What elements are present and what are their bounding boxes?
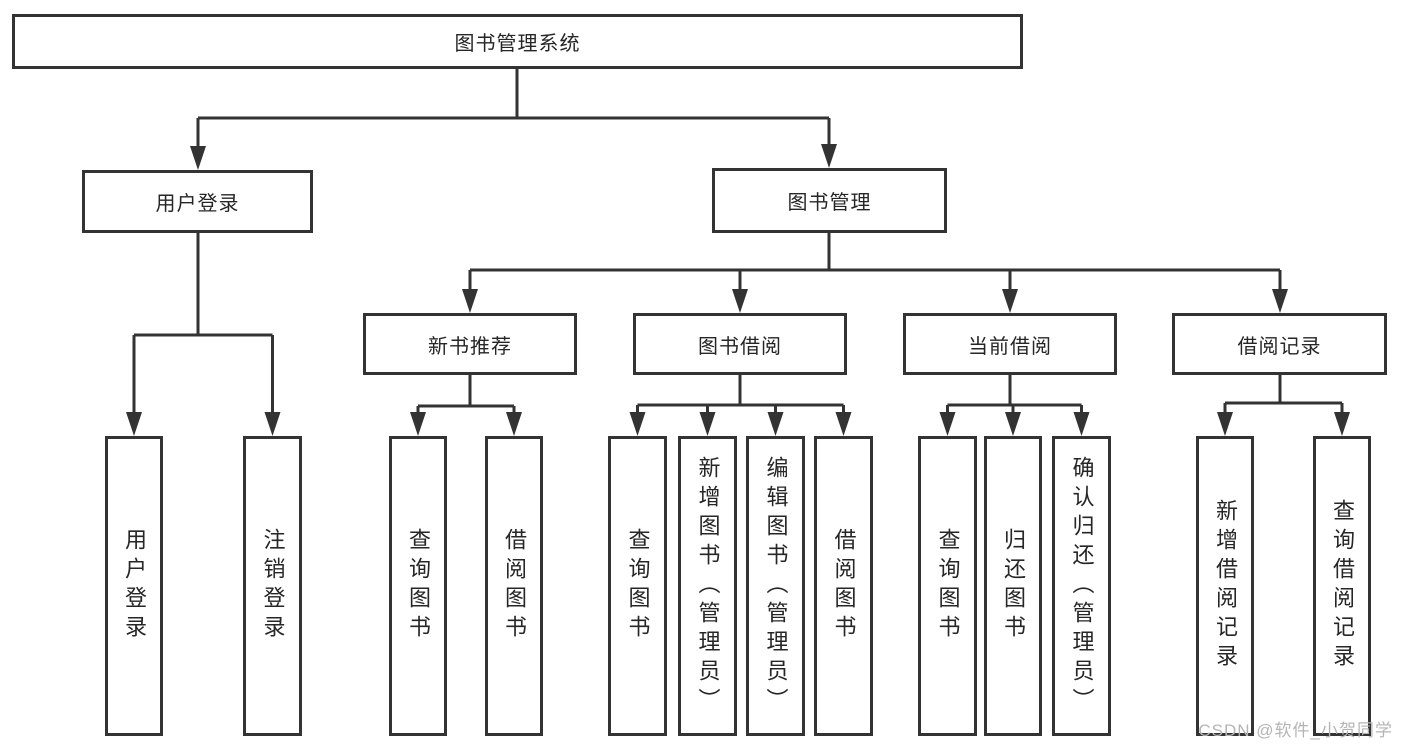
node-leaf-borrow-books: 借阅图书 xyxy=(814,436,873,736)
node-leaf-logout: 注销登录 xyxy=(243,436,302,736)
connector-user-login-children xyxy=(126,233,281,436)
node-leaf-borrow-books-recommend: 借阅图书 xyxy=(485,436,543,736)
node-leaf-add-book-admin: 新增图书（管理员） xyxy=(678,436,737,736)
node-leaf-edit-book-admin: 编辑图书（管理员） xyxy=(746,436,805,736)
node-new-book-recommend: 新书推荐 xyxy=(363,313,577,375)
node-leaf-confirm-return-admin: 确认归还（管理员） xyxy=(1052,436,1111,736)
node-leaf-query-books-current: 查询图书 xyxy=(918,436,977,736)
node-leaf-query-books-borrow: 查询图书 xyxy=(608,436,667,736)
node-leaf-user-login: 用户登录 xyxy=(105,436,163,736)
node-leaf-add-borrow-record: 新增借阅记录 xyxy=(1196,436,1254,736)
node-leaf-return-book: 归还图书 xyxy=(984,436,1042,736)
connector-new-book-recommend-children xyxy=(410,375,522,436)
node-leaf-query-books-recommend: 查询图书 xyxy=(389,436,447,736)
connector-book-management-children xyxy=(462,233,1288,313)
node-user-login: 用户登录 xyxy=(82,170,313,233)
connector-book-borrow-children xyxy=(629,375,852,436)
csdn-watermark: CSDN @软件_小贺同学 xyxy=(1198,721,1393,740)
node-current-borrow: 当前借阅 xyxy=(903,313,1117,375)
node-book-management: 图书管理 xyxy=(712,168,947,233)
connector-root-to-level1 xyxy=(190,69,837,170)
connector-borrow-records-children xyxy=(1217,375,1350,436)
node-book-borrow: 图书借阅 xyxy=(633,313,847,375)
node-root-library-system: 图书管理系统 xyxy=(12,14,1023,69)
node-leaf-query-borrow-record: 查询借阅记录 xyxy=(1313,436,1371,736)
connector-current-borrow-children xyxy=(939,375,1090,436)
node-borrow-records: 借阅记录 xyxy=(1172,313,1387,375)
